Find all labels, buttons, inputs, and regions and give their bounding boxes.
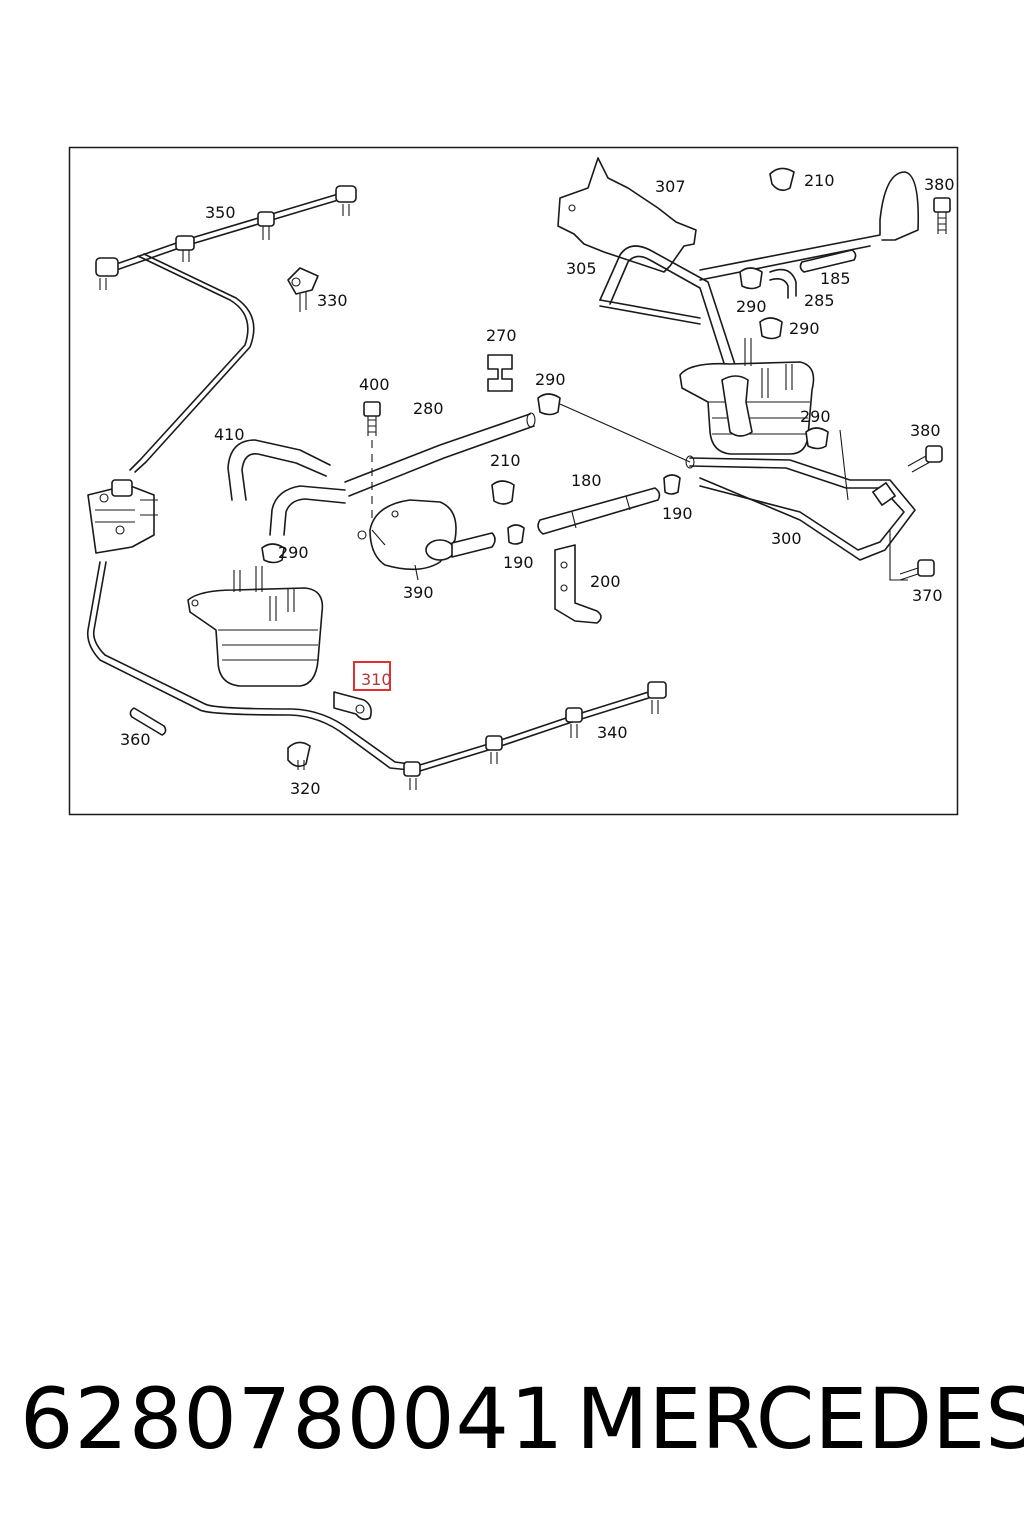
oil-cooler-left — [187, 566, 324, 687]
part-label-340: 340 — [597, 723, 628, 742]
bolt-380-top — [933, 197, 951, 234]
part-label-290: 290 — [736, 297, 767, 316]
part-label-190: 190 — [662, 504, 693, 523]
part-label-390: 390 — [403, 583, 434, 602]
part-label-290: 290 — [800, 407, 831, 426]
pipe-280 — [344, 412, 536, 497]
clip-290-a — [739, 267, 763, 290]
sleeve-360 — [129, 707, 167, 736]
oil-cooler-right — [679, 338, 815, 455]
bracket-307 — [557, 157, 697, 273]
hose-285 — [769, 268, 797, 299]
part-label-190: 190 — [503, 553, 534, 572]
part-number: 6280780041 — [20, 1370, 565, 1468]
clip-210-mid — [491, 480, 515, 505]
injector-line-340 — [403, 681, 667, 790]
fitting-185 — [799, 249, 857, 273]
clip-330 — [287, 267, 319, 312]
hose-410 — [227, 439, 346, 536]
clip-190-b — [663, 474, 681, 495]
part-label-307: 307 — [655, 177, 686, 196]
part-label-300: 300 — [771, 529, 802, 548]
part-label-185: 185 — [820, 269, 851, 288]
clip-190-a — [507, 524, 525, 545]
clip-290-c — [805, 427, 829, 450]
part-label-360: 360 — [120, 730, 151, 749]
part-label-370: 370 — [912, 586, 943, 605]
part-labels: 350 330 410 400 280 270 290 290 290 290 290 210 210 1… — [120, 171, 955, 798]
bolt-370 — [899, 559, 935, 581]
part-label-305: 305 — [566, 259, 597, 278]
part-label-290: 290 — [278, 543, 309, 562]
part-label-280: 280 — [413, 399, 444, 418]
part-label-330: 330 — [317, 291, 348, 310]
part-label-350: 350 — [205, 203, 236, 222]
part-label-410: 410 — [214, 425, 245, 444]
injection-pump — [87, 479, 158, 554]
part-label-210: 210 — [490, 451, 521, 470]
part-label-180: 180 — [571, 471, 602, 490]
clip-320 — [287, 741, 311, 770]
housing-390 — [357, 499, 496, 571]
return-line — [86, 561, 411, 771]
part-label-380: 380 — [924, 175, 955, 194]
part-label-290: 290 — [789, 319, 820, 338]
part-label-310: 310 — [361, 670, 392, 689]
bolt-400 — [363, 401, 381, 520]
brand-name: MERCEDES — [576, 1370, 1024, 1468]
clip-290-d — [537, 393, 561, 416]
part-label-320: 320 — [290, 779, 321, 798]
diagram-border — [68, 146, 959, 816]
bracket-310 — [333, 691, 372, 721]
leader-lines — [371, 403, 691, 581]
part-label-210: 210 — [804, 171, 835, 190]
hose-180 — [537, 487, 661, 535]
injector-line-350 — [95, 185, 357, 473]
clip-290-left — [261, 543, 285, 564]
part-label-270: 270 — [486, 326, 517, 345]
clip-210-top — [769, 167, 795, 192]
bracket-200 — [554, 544, 602, 624]
part-label-285: 285 — [804, 291, 835, 310]
clamp-270 — [487, 354, 513, 392]
part-label-200: 200 — [590, 572, 621, 591]
highlight-box-310 — [353, 661, 391, 691]
clip-290-b — [759, 317, 783, 340]
caption: 6280780041 MERCEDES — [20, 1370, 1024, 1470]
part-label-400: 400 — [359, 375, 390, 394]
bolt-380-mid — [907, 445, 943, 473]
line-300 — [685, 429, 916, 581]
part-label-290: 290 — [535, 370, 566, 389]
part-label-380: 380 — [910, 421, 941, 440]
